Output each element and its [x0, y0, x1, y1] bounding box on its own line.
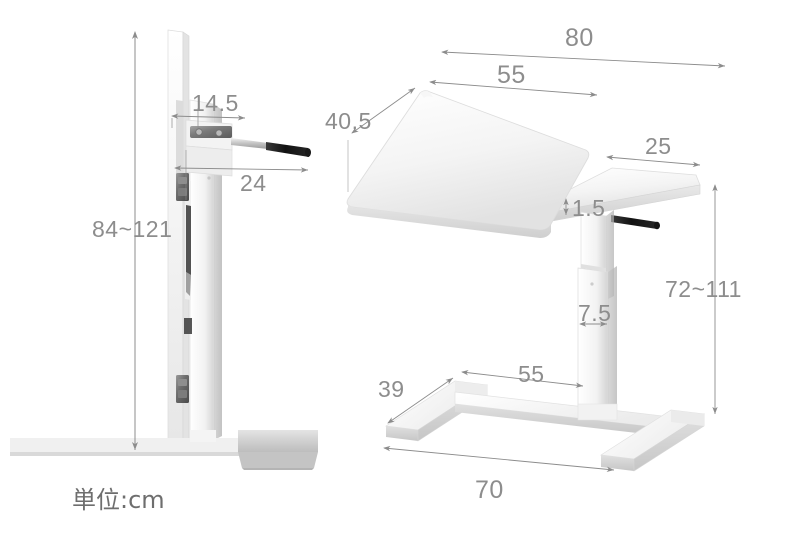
unit-note: 単位:cm	[72, 486, 165, 514]
base-frame	[385, 380, 706, 472]
dim-label-handle-reach: 24	[240, 170, 267, 196]
perspective-lever-handle	[611, 215, 660, 230]
dim-label-main-top-width: 55	[497, 61, 526, 89]
side-base	[10, 430, 318, 470]
dim-label-depth-top: 14.5	[192, 90, 239, 116]
side-clamp-assembly	[185, 119, 233, 180]
dim-label-base-depth: 39	[378, 376, 405, 402]
dim-label-overall-width: 80	[565, 24, 594, 52]
dim-label-main-top-depth: 40.5	[325, 108, 372, 134]
dim-label-side-top-width: 25	[645, 133, 672, 159]
side-view-product	[10, 29, 318, 470]
dim-label-column-width: 7.5	[578, 300, 612, 326]
dim-label-base-overall-width: 70	[475, 476, 504, 504]
main-tabletop	[346, 90, 590, 238]
lift-column	[577, 210, 617, 409]
perspective-view-dimensions	[347, 49, 726, 473]
side-view-dimensions	[132, 31, 309, 450]
dim-label-height-range-side: 84~121	[92, 216, 173, 242]
dim-label-top-thickness: 1.5	[572, 195, 606, 221]
hinge-bracket-lower	[176, 375, 189, 403]
dim-label-base-beam-width: 55	[518, 361, 545, 387]
hinge-bracket-upper	[176, 173, 189, 201]
dim-label-height-range-persp: 72~111	[665, 276, 742, 302]
side-lever-handle	[231, 138, 311, 157]
